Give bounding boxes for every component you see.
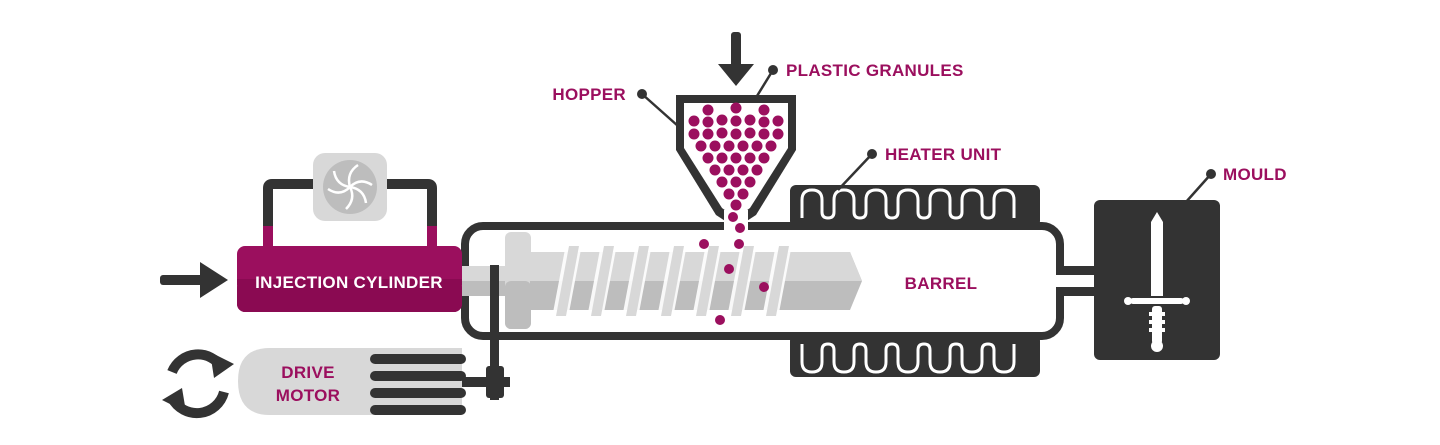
label-heater-unit: HEATER UNIT [885, 145, 1002, 164]
label-injection-cylinder: INJECTION CYLINDER [255, 273, 443, 292]
rotate-arrow-head-top [210, 352, 234, 378]
label-hopper: HOPPER [552, 85, 626, 104]
callout-heater-unit [837, 149, 877, 191]
arrow-down-icon [718, 32, 754, 86]
cooling-pipes [263, 179, 437, 248]
mould [1094, 200, 1220, 360]
callout-mould [1185, 169, 1216, 203]
label-drive-motor-line1: DRIVE [281, 363, 334, 382]
arrow-right-icon [160, 262, 228, 298]
drive-motor [238, 348, 466, 415]
fan-icon [313, 153, 387, 221]
screw [460, 232, 862, 329]
sword-icon [1124, 212, 1190, 352]
callout-hopper [637, 89, 679, 127]
drive-shaft [462, 265, 510, 400]
rotate-arrow-head-bottom [162, 388, 186, 412]
heater-unit-bottom [790, 335, 1040, 377]
heater-unit-top [790, 185, 1040, 227]
label-mould: MOULD [1223, 165, 1287, 184]
label-barrel: BARREL [905, 274, 978, 293]
label-drive-motor-line2: MOTOR [276, 386, 340, 405]
hopper [676, 95, 796, 233]
injection-cylinder [237, 246, 462, 312]
callout-plastic-granules [755, 65, 778, 97]
label-plastic-granules: PLASTIC GRANULES [786, 61, 964, 80]
